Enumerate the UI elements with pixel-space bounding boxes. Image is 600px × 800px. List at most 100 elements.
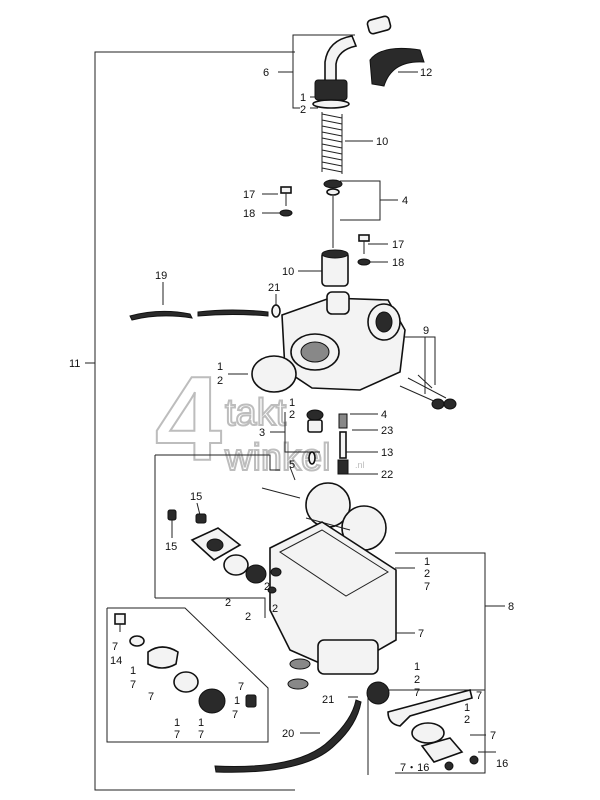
vent-tube-left [129, 310, 193, 321]
screw-17-right [358, 234, 370, 254]
callout-6: 6 [263, 67, 269, 79]
callout-1: 1 [289, 397, 295, 409]
callout-22: 22 [381, 469, 393, 481]
cable-adjuster-elbow [324, 35, 358, 83]
callout-15: 15 [190, 491, 202, 503]
callout-7: 7 [148, 691, 154, 703]
callout-2: 2 [272, 603, 278, 615]
float-bowl [269, 521, 397, 690]
callout-7: 7 [418, 628, 424, 640]
callout-19: 19 [155, 270, 167, 282]
callout-1: 1 [464, 702, 470, 714]
needle-retainer [323, 179, 343, 189]
callout-1: 1 [174, 717, 180, 729]
watermark-suffix: .nl [355, 460, 365, 470]
callout-1: 1 [424, 556, 430, 568]
callout-9: 9 [423, 325, 429, 337]
callout-7: 7 [238, 681, 244, 693]
callout-14: 14 [110, 655, 122, 667]
callout-21: 21 [322, 694, 334, 706]
float [305, 482, 387, 551]
callout-16: 16 [496, 758, 508, 770]
flange-o-ring [223, 554, 249, 576]
washer-18-left [279, 209, 293, 217]
callout-2: 2 [245, 611, 251, 623]
leader-lines [85, 34, 505, 791]
bowl-screw [270, 567, 282, 577]
main-jet-holder [338, 413, 348, 429]
throttle-spring [321, 112, 343, 174]
top-cap-nut [314, 79, 348, 101]
needle-clip [326, 188, 340, 196]
callout-2: 2 [424, 568, 430, 580]
jet-washer [306, 409, 324, 421]
callout-2: 2 [225, 597, 231, 609]
float-pin [261, 487, 301, 499]
callout-4: 4 [381, 409, 387, 421]
callout-7: 7 [414, 687, 420, 699]
callout-2: 2 [264, 581, 270, 593]
bowl-washer [267, 586, 277, 594]
callout-2: 2 [289, 409, 295, 421]
callout-2: 2 [300, 104, 306, 116]
callout-20: 20 [282, 728, 294, 740]
callout-7: 7 [424, 581, 430, 593]
screws-9 [399, 374, 457, 410]
callout-7: 7 [476, 690, 482, 702]
main-jet [337, 459, 349, 475]
callout-17: 17 [392, 239, 404, 251]
diaphragm [245, 564, 267, 584]
manifold-o-ring [251, 355, 297, 393]
callout-labels: 6 12 1 2 10 4 17 18 17 18 10 19 21 9 11 … [69, 67, 514, 774]
callout-7: 7 [490, 730, 496, 742]
cable-cap [366, 15, 392, 35]
callout-11: 11 [69, 358, 80, 370]
callout-2: 2 [464, 714, 470, 726]
rubber-boot [369, 47, 425, 87]
parts [114, 15, 479, 773]
vent-tube-right [197, 309, 269, 317]
callout-7-16: 7・16 [400, 762, 429, 774]
slow-jet [307, 419, 323, 433]
callout-7: 7 [112, 641, 118, 653]
drain-screw-group [114, 613, 257, 714]
callout-7: 7 [174, 729, 180, 741]
screw-17-left [280, 186, 292, 206]
callout-7: 7 [198, 729, 204, 741]
callout-21: 21 [268, 282, 280, 294]
callout-1: 1 [414, 661, 420, 673]
callout-17: 17 [243, 189, 255, 201]
washer-18-right [357, 258, 371, 266]
callout-1: 1 [234, 695, 240, 707]
o-ring-21 [271, 304, 281, 318]
callout-13: 13 [381, 447, 393, 459]
callout-12: 12 [420, 67, 432, 79]
callout-2: 2 [217, 375, 223, 387]
callout-23: 23 [381, 425, 393, 437]
screw-15-right [195, 513, 207, 524]
callout-1: 1 [198, 717, 204, 729]
callout-2: 2 [414, 674, 420, 686]
float-valve [308, 451, 316, 465]
callout-1: 1 [300, 92, 306, 104]
callout-1: 1 [217, 361, 223, 373]
needle-jet [339, 431, 347, 459]
watermark-numeral: 4 [155, 352, 222, 486]
callout-8: 8 [508, 601, 514, 613]
callout-5: 5 [289, 459, 295, 471]
watermark-line1: takt [225, 392, 287, 434]
callout-10: 10 [282, 266, 294, 278]
callout-1: 1 [130, 665, 136, 677]
callout-3: 3 [259, 427, 265, 439]
screw-15-left [167, 509, 177, 521]
callout-15: 15 [165, 541, 177, 553]
fuel-cock-group [366, 681, 479, 771]
callout-7: 7 [130, 679, 136, 691]
top-gasket [312, 99, 350, 109]
callout-4: 4 [402, 195, 408, 207]
callout-18: 18 [392, 257, 404, 269]
callout-7: 7 [232, 709, 238, 721]
callout-10: 10 [376, 136, 388, 148]
callout-18: 18 [243, 208, 255, 220]
